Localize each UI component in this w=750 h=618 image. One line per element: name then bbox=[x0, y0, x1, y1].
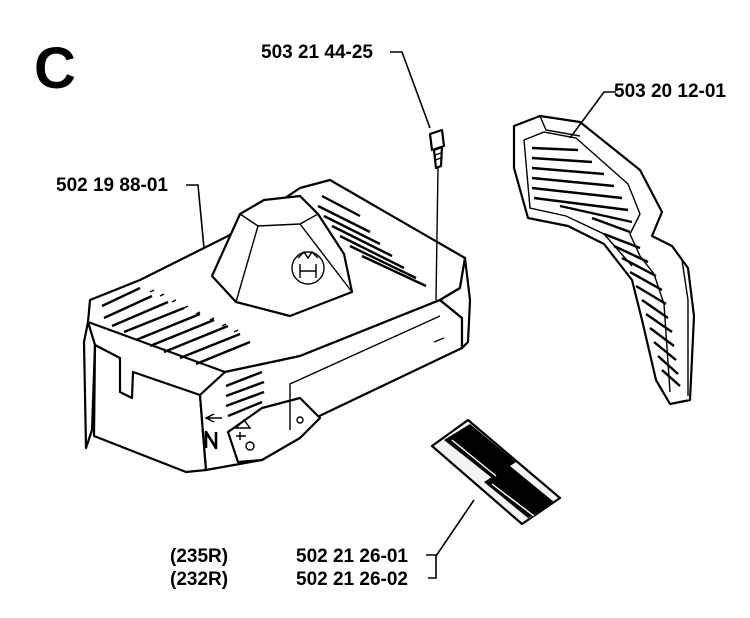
husqvarna-crown-logo-icon bbox=[291, 250, 325, 285]
part-number-decal-235r: 502 21 26-01 bbox=[296, 546, 408, 567]
screw-drawing bbox=[428, 128, 446, 301]
section-letter: C bbox=[34, 36, 76, 101]
front-vent-slots bbox=[225, 370, 265, 418]
cover-vent-slots-left bbox=[101, 286, 251, 366]
part-number-decal-232r: 502 21 26-02 bbox=[296, 569, 408, 590]
choke-arrow-icon bbox=[204, 413, 222, 423]
choke-lever-icon bbox=[234, 418, 252, 440]
model-label-232r: (232R) bbox=[170, 569, 228, 590]
part-number-screw: 503 21 44-25 bbox=[261, 42, 373, 63]
cover-vent-slots-right bbox=[317, 194, 427, 288]
start-n-marking-icon bbox=[204, 430, 218, 450]
grille-slats bbox=[531, 146, 681, 387]
model-decal-drawing bbox=[430, 418, 562, 526]
part-number-cover: 502 19 88-01 bbox=[56, 175, 168, 196]
leader-lines bbox=[186, 51, 616, 579]
model-label-235r: (235R) bbox=[170, 546, 228, 567]
cylinder-cover-drawing bbox=[82, 178, 472, 474]
air-grille-drawing bbox=[512, 114, 696, 406]
part-number-grille: 503 20 12-01 bbox=[614, 81, 726, 102]
